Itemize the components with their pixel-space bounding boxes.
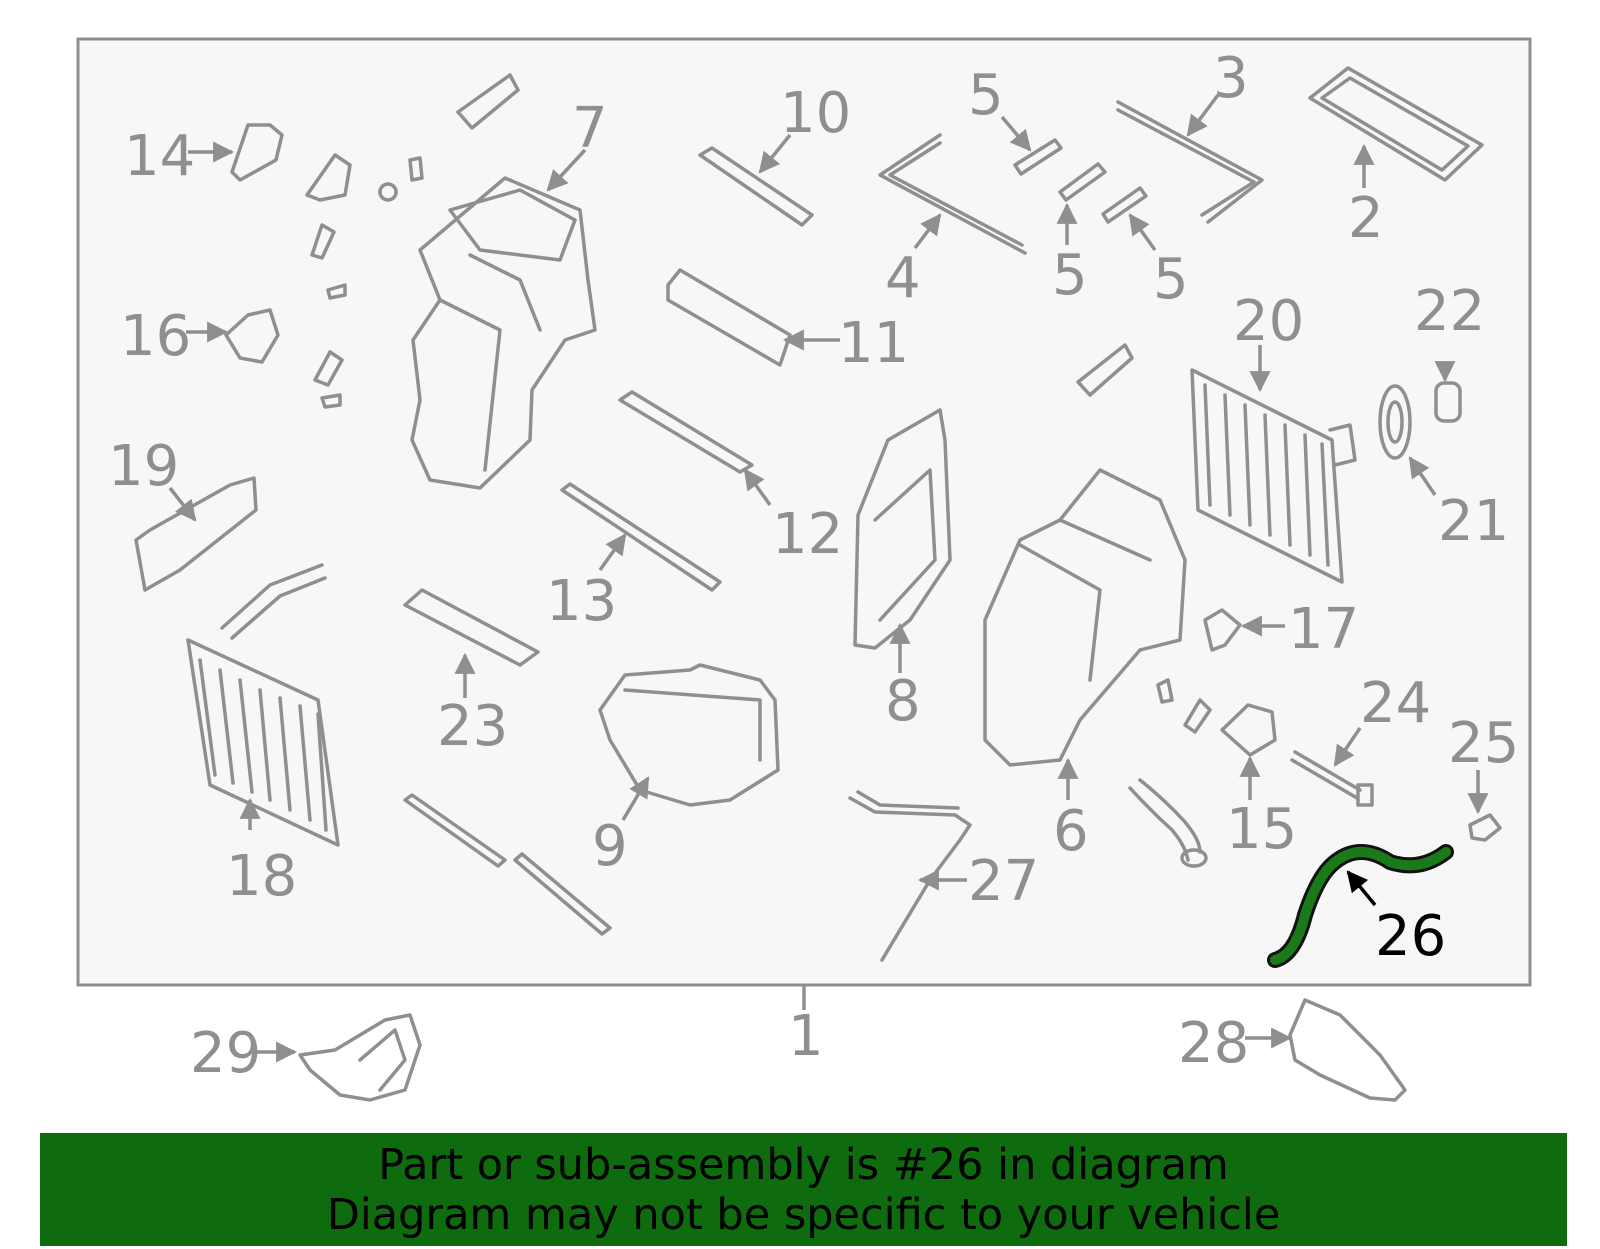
part-6-hvac-case [983,468,1187,767]
callout-label-1: 1 [788,1004,824,1069]
callout-arrows [168,93,1489,1063]
part-5-pads [1013,138,1148,224]
callout-label-6: 6 [1053,799,1089,864]
part-bracket-top [456,73,520,130]
part-17-sensor [1203,608,1242,652]
callout-label-8: 8 [885,669,921,734]
callout-label-26: 26 [1375,904,1446,969]
callout-label-15: 15 [1226,797,1297,862]
callout-label-25: 25 [1448,711,1519,776]
callout-label-12: 12 [772,502,843,567]
callout-label-3: 3 [1213,46,1249,111]
callout-label-5a: 5 [968,63,1004,128]
part-18-heater-core [186,563,340,847]
callout-label-19: 19 [108,434,179,499]
callout-label-28: 28 [1178,1011,1249,1076]
part-19-duct [134,476,258,592]
callout-label-5c: 5 [1153,247,1189,312]
part-3-seal-strip [1116,100,1264,224]
callout-labels: 1 2 3 4 5 5 5 6 7 8 9 10 11 12 13 14 15 … [108,46,1519,1086]
part-23-duct [403,588,540,667]
callout-label-16: 16 [120,304,191,369]
banner-line-1: Part or sub-assembly is #26 in diagram [378,1140,1229,1190]
banner-line-2: Diagram may not be specific to your vehi… [326,1190,1281,1240]
part-28-duct [1288,998,1407,1102]
callout-label-11: 11 [838,311,909,376]
callout-label-10: 10 [780,81,851,146]
part-21-grommet [1378,384,1412,460]
part-10-strip [698,146,814,227]
part-24-sensor-rod [1290,750,1374,807]
callout-label-18: 18 [226,844,297,909]
callout-label-27: 27 [968,849,1039,914]
part-26-drain-hose-highlighted [1267,844,1454,968]
part-2-cabin-filter-cover [1308,66,1484,182]
callout-label-21: 21 [1438,489,1509,554]
part-12-strip [618,390,754,474]
callout-label-23: 23 [437,694,508,759]
part-8-door [853,408,952,650]
callout-label-29: 29 [190,1021,261,1086]
part-16-actuator [224,308,280,364]
part-4-seal-strip [878,133,1027,255]
part-bracket-mid [1076,343,1134,397]
part-13-strip [560,482,722,592]
callout-label-4: 4 [885,246,921,311]
part-25-clip [1468,813,1502,842]
part-bottom-strips [403,793,612,936]
part-7-blower-housing [410,176,597,490]
callout-label-5b: 5 [1052,243,1088,308]
part-20-evaporator [1190,368,1357,584]
part-29-duct [298,1013,422,1102]
part-22-clip [1434,381,1462,423]
info-banner: Part or sub-assembly is #26 in diagram D… [40,1133,1567,1246]
part-small-clips-right [1156,678,1212,734]
callout-label-17: 17 [1288,597,1359,662]
callout-label-20: 20 [1233,289,1304,354]
callout-label-9: 9 [592,814,628,879]
callout-label-24: 24 [1360,671,1431,736]
callout-label-2: 2 [1348,186,1384,251]
part-small-linkages [305,153,424,409]
part-drain-hose-gray [1128,778,1208,868]
part-14-actuator [230,123,284,182]
callout-label-22: 22 [1414,279,1485,344]
part-15-actuator [1220,703,1277,757]
callout-label-14: 14 [124,124,195,189]
callout-label-13: 13 [546,569,617,634]
callout-label-7: 7 [572,96,608,161]
